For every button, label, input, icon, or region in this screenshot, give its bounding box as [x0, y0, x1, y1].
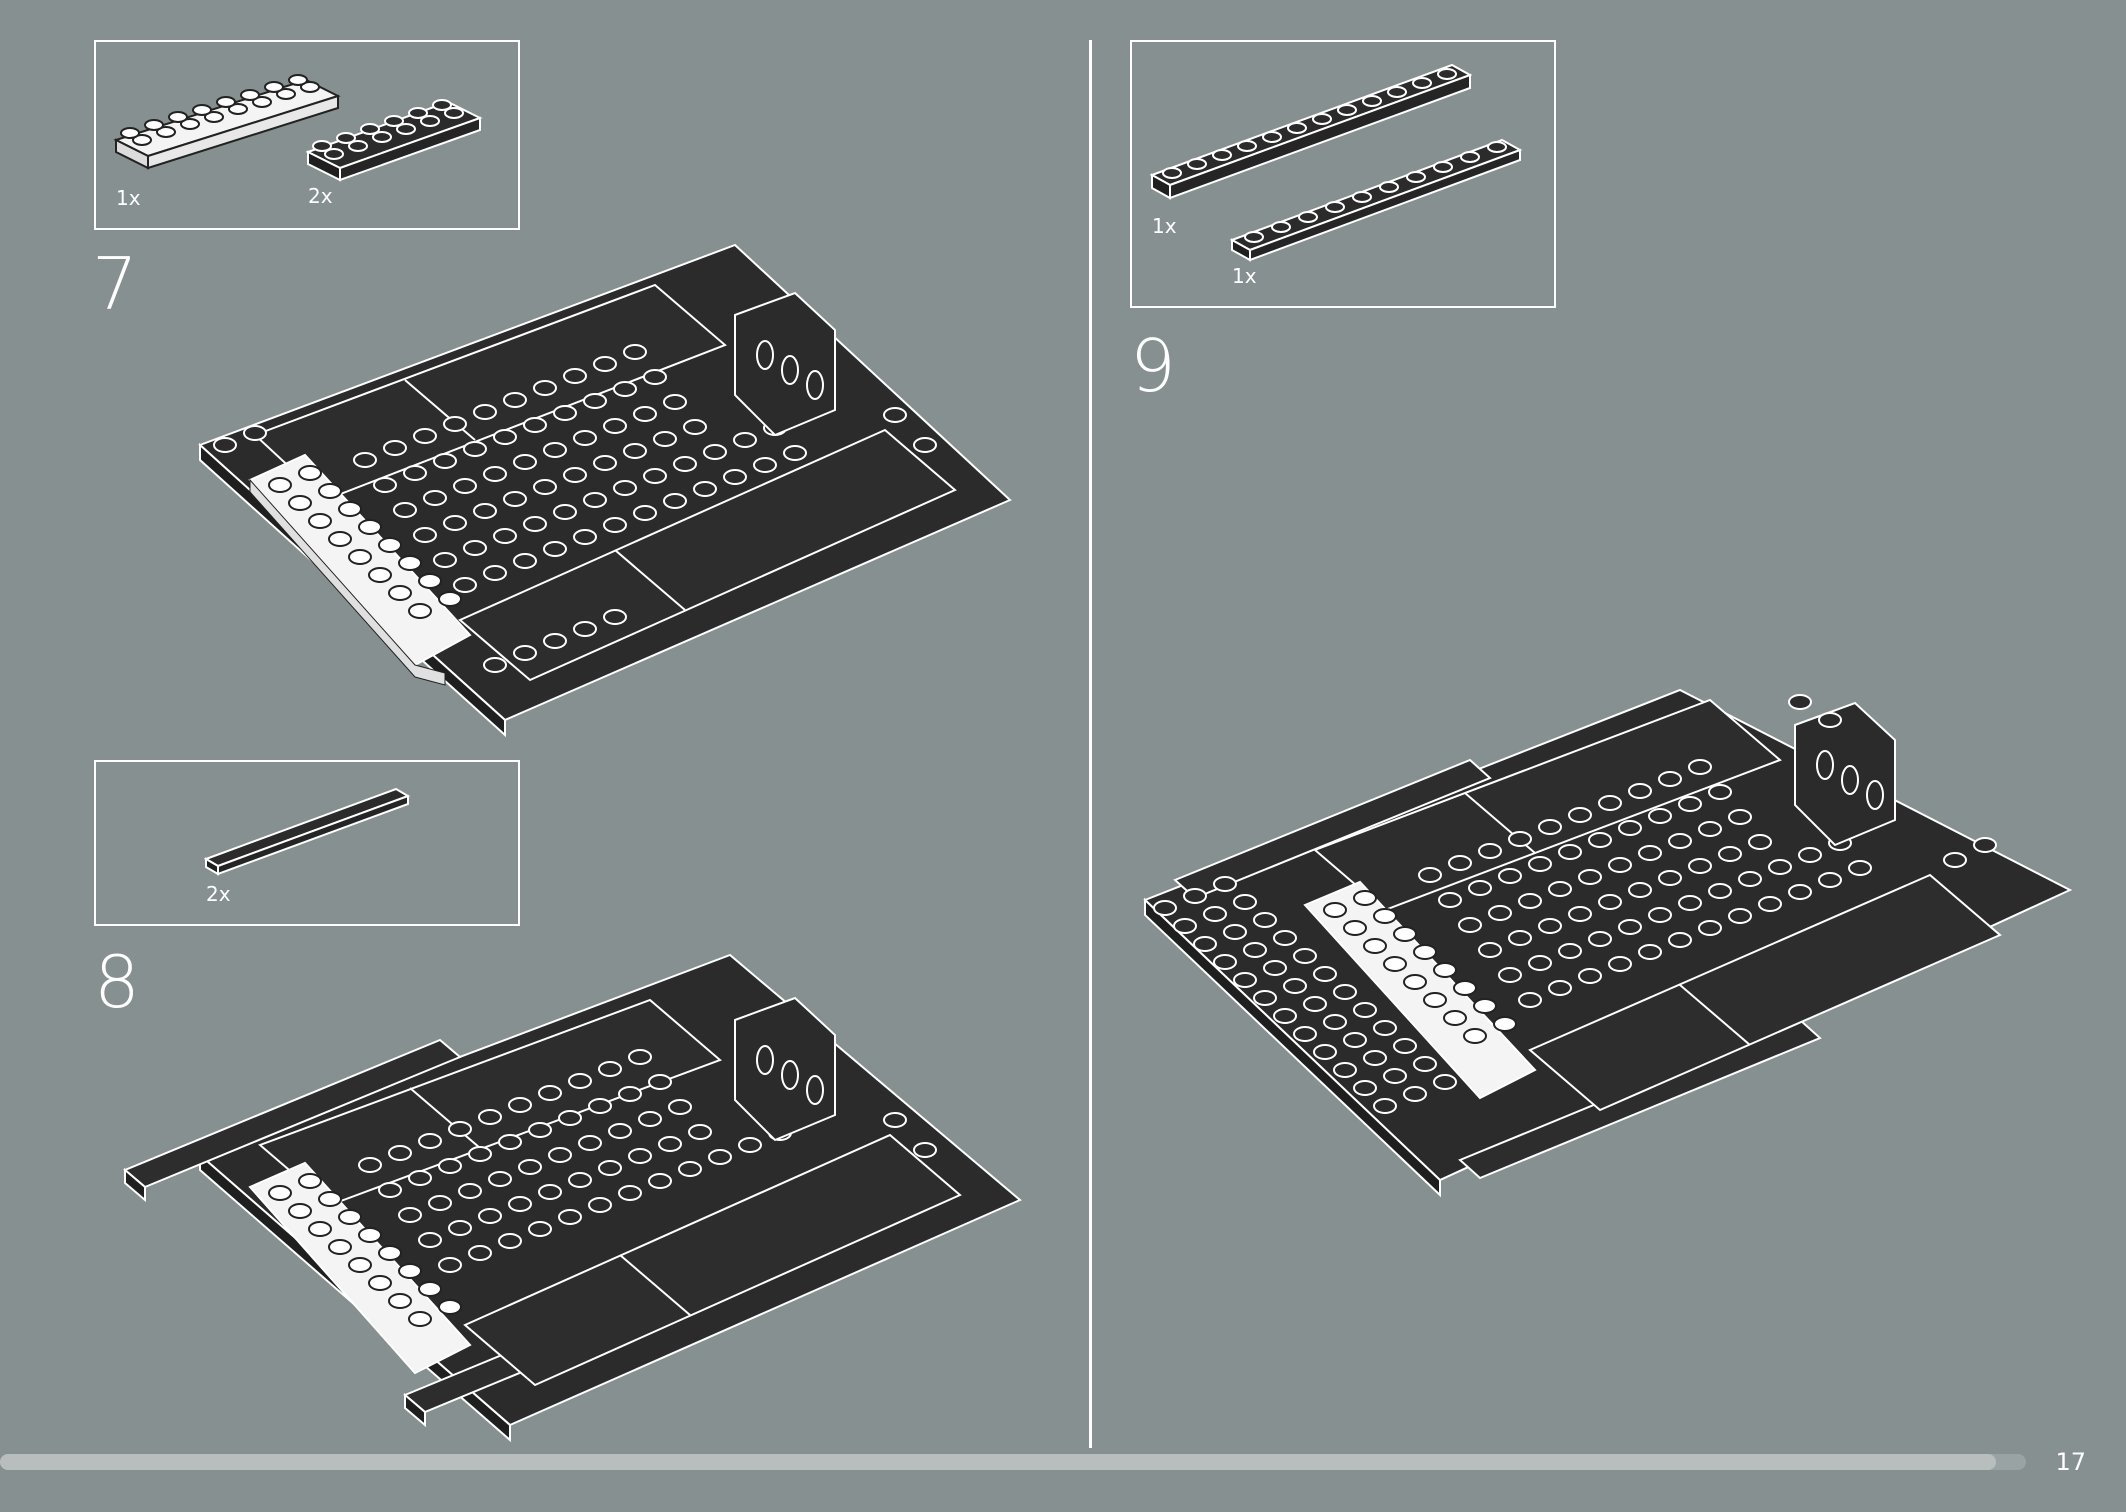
- step-8-model-image: [123, 953, 1022, 1443]
- dark-plate-1x12-image: [1149, 63, 1473, 200]
- part-qty: 1x: [116, 186, 141, 210]
- step-8-parts-box: 2x: [94, 760, 520, 926]
- part-qty: 1x: [1232, 264, 1257, 288]
- dark-tile-1x8-image: [203, 787, 411, 876]
- step-9-parts-box: 1x 1x: [1130, 40, 1556, 308]
- dark-plate-2x6-image: [305, 99, 483, 182]
- part-qty: 2x: [308, 184, 333, 208]
- column-divider: [1089, 40, 1092, 1448]
- step-number: 7: [92, 242, 138, 326]
- progress-bar-fill: [0, 1454, 1996, 1470]
- step-9-model-image: [1143, 688, 2073, 1198]
- step-number: 8: [94, 940, 140, 1024]
- step-7-model-image: [198, 243, 1012, 738]
- part-qty: 1x: [1152, 214, 1177, 238]
- progress-bar: [0, 1454, 2026, 1470]
- step-7-parts-box: 1x 2x: [94, 40, 520, 230]
- page-number: 17: [2055, 1448, 2086, 1476]
- part-qty: 2x: [206, 882, 231, 906]
- dark-plate-1x10-image: [1229, 138, 1523, 262]
- step-number: 9: [1130, 324, 1176, 408]
- white-plate-2x8-image: [113, 74, 341, 170]
